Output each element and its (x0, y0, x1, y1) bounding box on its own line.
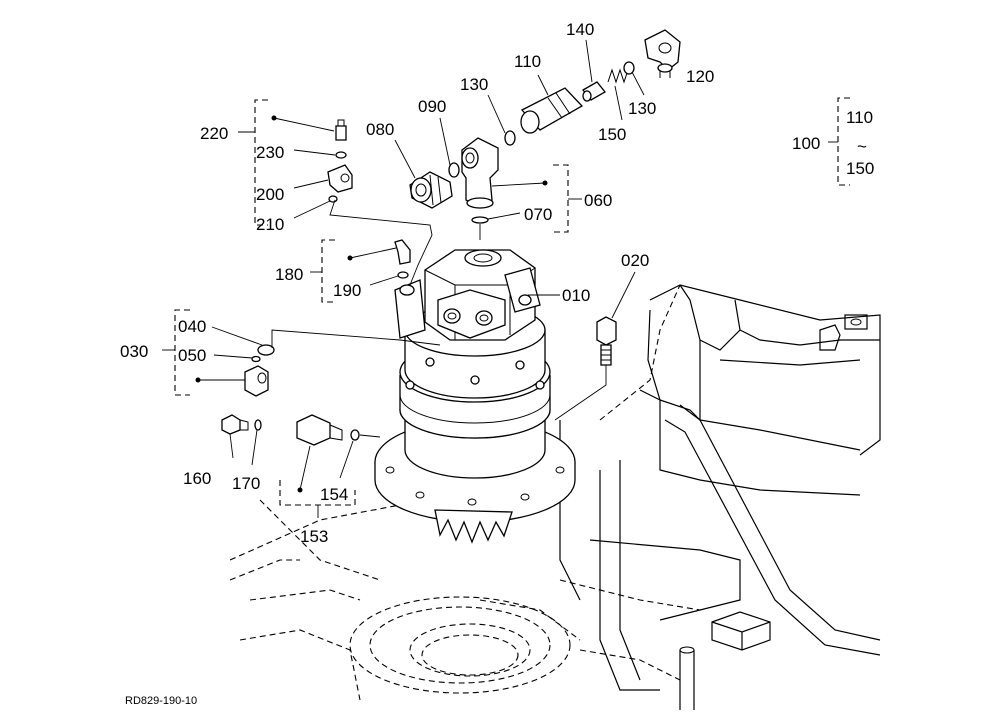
label-020: 020 (621, 251, 649, 270)
label-070: 070 (524, 205, 552, 224)
part-160-connector (221, 414, 249, 435)
label-050: 050 (178, 346, 206, 365)
part-110-valve (520, 87, 584, 134)
part-153-valve (296, 414, 343, 446)
connection-lines (271, 199, 607, 438)
label-060: 060 (584, 191, 612, 210)
part-120-elbow (644, 29, 681, 78)
label-220: 220 (200, 124, 228, 143)
label-110: 110 (514, 52, 541, 71)
label-210: 210 (256, 215, 284, 234)
leader-dots (195, 115, 548, 493)
label-080: 080 (366, 120, 394, 139)
label-180: 180 (275, 265, 303, 284)
swing-motor-010 (374, 249, 576, 544)
part-140-fitting (582, 81, 606, 102)
label-090: 090 (418, 97, 446, 116)
part-150-spring (607, 68, 629, 84)
part-154-ring (350, 429, 360, 441)
part-190-elbow (394, 239, 411, 279)
label-030: 030 (120, 342, 148, 361)
label-200: 200 (256, 185, 284, 204)
label-153: 153 (300, 527, 328, 546)
leader-lines (198, 39, 645, 491)
label-range-separator: ~ (857, 137, 867, 156)
label-230: 230 (256, 143, 284, 162)
label-150-range: 150 (846, 159, 874, 178)
label-190: 190 (333, 281, 361, 300)
part-030-elbow (244, 365, 269, 397)
label-040: 040 (178, 317, 206, 336)
label-140: 140 (566, 20, 594, 39)
part-060-elbow (461, 137, 499, 209)
part-labels: 010 020 030 040 050 060 070 080 090 100 … (120, 20, 874, 707)
label-110-range: 110 (846, 108, 873, 127)
label-100: 100 (792, 134, 820, 153)
part-040-oring (257, 344, 275, 356)
part-210-ring (328, 195, 338, 203)
part-050-ring (251, 355, 261, 363)
group-brackets (162, 97, 850, 518)
label-150: 150 (598, 125, 626, 144)
label-170: 170 (232, 474, 260, 493)
label-010: 010 (562, 286, 590, 305)
machine-frame (229, 284, 881, 710)
part-080-fitting (409, 171, 453, 209)
label-154: 154 (320, 485, 348, 504)
label-160: 160 (183, 469, 211, 488)
drawing-code: RD829-190-10 (125, 695, 197, 707)
part-070-oring (471, 216, 489, 224)
label-120: 120 (686, 67, 714, 86)
part-020-fitting (596, 316, 617, 366)
part-170-ring (254, 419, 262, 431)
part-130-oring-right (623, 61, 635, 75)
label-130-left: 130 (460, 75, 488, 94)
part-090-oring (448, 162, 460, 178)
part-230-nipple (335, 119, 347, 141)
part-200-elbow (327, 164, 353, 193)
label-130-right: 130 (628, 99, 656, 118)
part-130-oring-left (504, 130, 516, 146)
part-230-ring (335, 151, 347, 159)
